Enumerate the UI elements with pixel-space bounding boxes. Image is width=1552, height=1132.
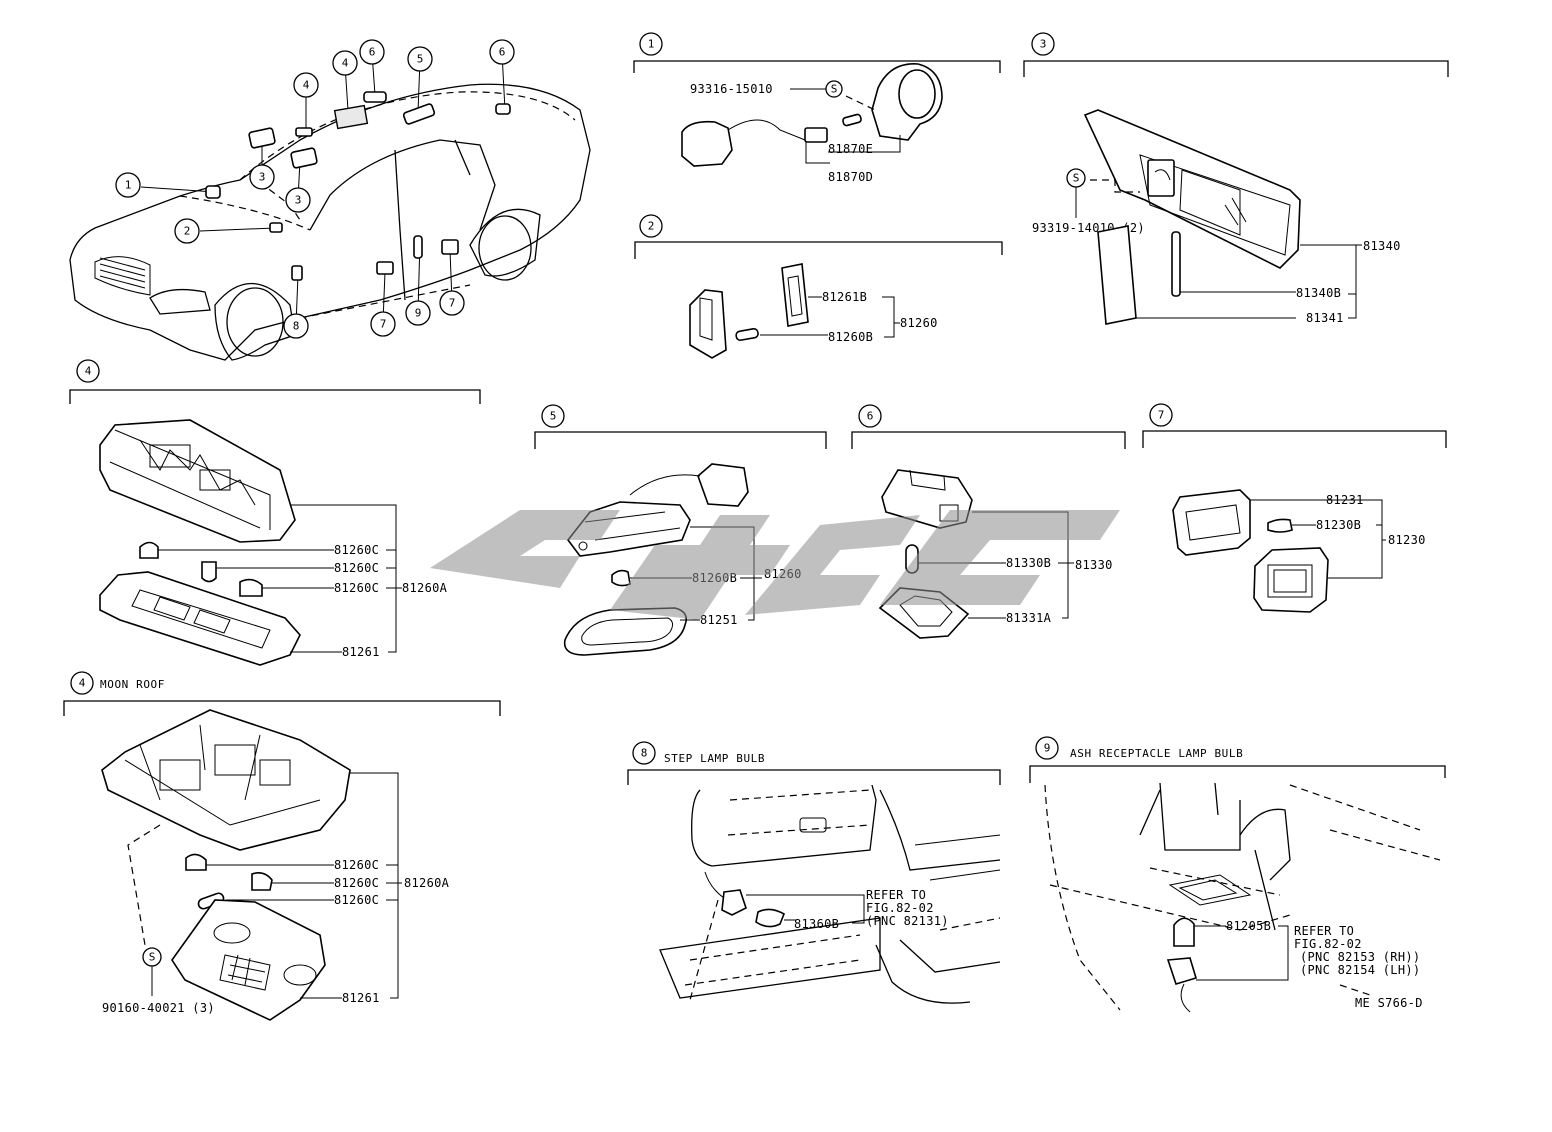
svg-text:2: 2 [184,225,191,238]
car-callout-4a: 4 [293,72,319,98]
svg-text:4: 4 [303,79,310,92]
pn-81360B: 81360B [794,917,839,931]
refer-to-8: REFER TO [866,888,926,902]
s-mark-1: S [825,80,843,98]
svg-text:2: 2 [648,220,655,233]
section-1: 1 S 93316-15010 81870E 81870D [633,32,1001,184]
section-8: 8 STEP LAMP BULB 81360B REFER TO FIG.82-… [627,741,1001,1004]
pn-81251: 81251 [700,613,738,627]
svg-text:6: 6 [867,410,874,423]
svg-text:3: 3 [259,171,266,184]
car-callout-5: 5 [407,46,433,72]
section-4-moon-roof: 4 MOON ROOF S 90160-40021 (3) 81260C 812… [63,671,501,1021]
pn-81330B: 81330B [1006,556,1051,570]
svg-text:S: S [149,951,156,964]
car-callout-6a: 6 [359,39,385,65]
svg-text:4: 4 [79,677,86,690]
pn-81261-mr: 81261 [342,991,380,1005]
fig-ref-9: FIG.82-02 [1294,937,1362,951]
step-lamp-title: STEP LAMP BULB [664,752,765,765]
svg-text:7: 7 [449,297,456,310]
pn-90160-40021: 90160-40021 (3) [102,1001,215,1015]
svg-text:S: S [831,83,838,96]
s-mark-3: S [1066,168,1086,188]
fig-ref-8: FIG.82-02 [866,901,934,915]
drawing-code: ME S766-D [1355,996,1423,1010]
section-4: 4 81260C 81260C 81260C 81260A 81261 [69,359,481,666]
car-callout-6b: 6 [489,39,515,65]
pn-81341: 81341 [1306,311,1344,325]
pnc-ref-9-rh: (PNC 82153 (RH)) [1300,950,1420,964]
pn-81260C-b: 81260C [334,561,379,575]
pn-81205B: 81205B [1226,919,1271,933]
pn-81260C-mr-a: 81260C [334,858,379,872]
pn-81260C-mr-c: 81260C [334,893,379,907]
svg-text:7: 7 [1158,409,1165,422]
car-callout-3a: 3 [249,164,275,190]
section-7: 7 81231 81230B 81230 [1142,403,1447,613]
ash-receptacle-title: ASH RECEPTACLE LAMP BULB [1070,747,1243,760]
car-callout-8: 8 [283,313,309,339]
svg-text:8: 8 [641,747,648,760]
refer-to-9: REFER TO [1294,924,1354,938]
pn-81331A: 81331A [1006,611,1052,625]
svg-text:4: 4 [342,57,349,70]
pn-81260A-mr: 81260A [404,876,450,890]
pn-81330: 81330 [1075,558,1113,572]
svg-text:1: 1 [125,179,132,192]
pn-81260C-mr-b: 81260C [334,876,379,890]
svg-text:3: 3 [295,194,302,207]
pn-81261: 81261 [342,645,380,659]
pn-81260C-c: 81260C [334,581,379,595]
car-callout-2: 2 [174,218,200,244]
pn-81260C-a: 81260C [334,543,379,557]
pnc-ref-8: (PNC 82131) [866,914,949,928]
svg-text:9: 9 [415,307,422,320]
moon-roof-title: MOON ROOF [100,678,165,691]
section-9: 9 ASH RECEPTACLE LAMP BULB 81205B REFER … [1029,736,1446,1013]
svg-text:3: 3 [1040,38,1047,51]
svg-text:6: 6 [499,46,506,59]
pn-81340B: 81340B [1296,286,1341,300]
svg-text:5: 5 [550,410,557,423]
section-2: 2 81261B 81260B 81260 [634,214,1003,359]
svg-text:4: 4 [85,365,92,378]
car-callout-3b: 3 [285,187,311,213]
pnc-ref-9-lh: (PNC 82154 (LH)) [1300,963,1420,977]
svg-text:7: 7 [380,318,387,331]
s-mark-4-moonroof: S [142,947,162,967]
car-callout-1: 1 [115,172,141,198]
svg-text:8: 8 [293,320,300,333]
pn-81260A: 81260A [402,581,448,595]
pn-81260-sec2: 81260 [900,316,938,330]
car-callout-9: 9 [405,300,431,326]
svg-text:5: 5 [417,53,424,66]
section-3: 3 S 93319-14010 (2) 81340 81340B 81341 [1023,32,1449,325]
pn-81261B: 81261B [822,290,867,304]
pn-81870E: 81870E [828,142,873,156]
pn-81231: 81231 [1326,493,1364,507]
watermark-logo [430,510,1120,620]
svg-text:S: S [1073,172,1080,185]
svg-text:1: 1 [648,38,655,51]
pn-81870D: 81870D [828,170,873,184]
car-overview: 1 2 3 3 4 4 6 5 6 8 7 9 7 [69,39,591,361]
pn-81230B: 81230B [1316,518,1361,532]
car-callout-4b: 4 [332,50,358,76]
pn-81340: 81340 [1363,239,1401,253]
pn-81260B-sec2: 81260B [828,330,873,344]
pn-93316-15010: 93316-15010 [690,82,773,96]
car-callout-7a: 7 [370,311,396,337]
pn-81230: 81230 [1388,533,1426,547]
svg-text:9: 9 [1044,742,1051,755]
svg-text:6: 6 [369,46,376,59]
car-callout-7b: 7 [439,290,465,316]
